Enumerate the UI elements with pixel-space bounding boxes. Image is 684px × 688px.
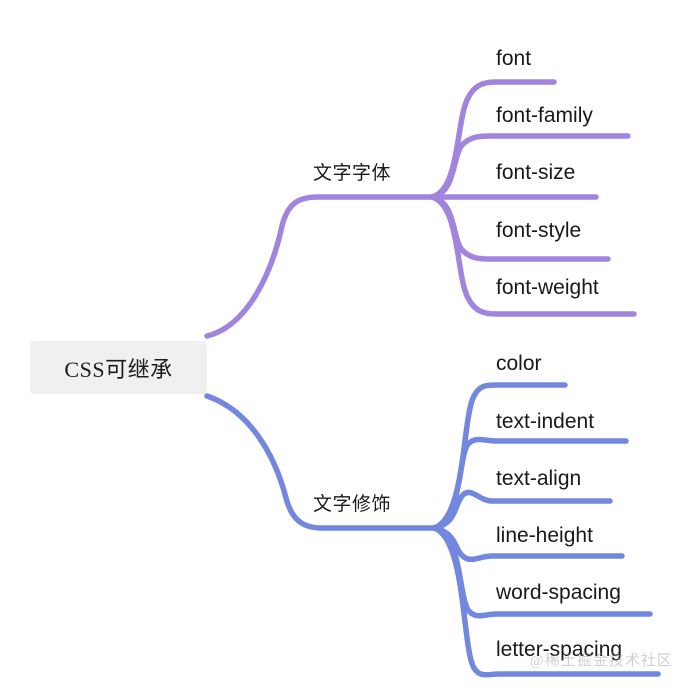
branch-label-font[interactable]: 文字字体 <box>313 163 392 184</box>
leaf-font-weight[interactable]: font-weight <box>496 276 599 299</box>
connector-decoration-branch-to-text-align <box>431 489 613 531</box>
leaf-font-family[interactable]: font-family <box>496 104 593 127</box>
branch-label-text-decoration[interactable]: 文字修饰 <box>313 494 392 515</box>
leaf-text-align[interactable]: text-align <box>496 467 582 490</box>
root-node-label: CSS可继承 <box>64 356 173 382</box>
leaf-font-style[interactable]: font-style <box>496 219 582 242</box>
root-node[interactable]: CSS可继承 <box>30 341 207 394</box>
leaf-color[interactable]: color <box>496 352 542 375</box>
leaf-letter-spacing[interactable]: letter-spacing <box>496 638 623 661</box>
connector-root-to-font-branch <box>204 194 435 339</box>
connector-decoration-branch-to-color <box>431 382 568 531</box>
leaf-word-spacing[interactable]: word-spacing <box>496 581 621 604</box>
watermark: @稀土掘金技术社区 <box>530 653 673 669</box>
leaf-line-height[interactable]: line-height <box>496 524 593 547</box>
leaf-font[interactable]: font <box>496 47 532 70</box>
leaf-font-size[interactable]: font-size <box>496 161 576 184</box>
leaf-text-indent[interactable]: text-indent <box>496 410 595 433</box>
